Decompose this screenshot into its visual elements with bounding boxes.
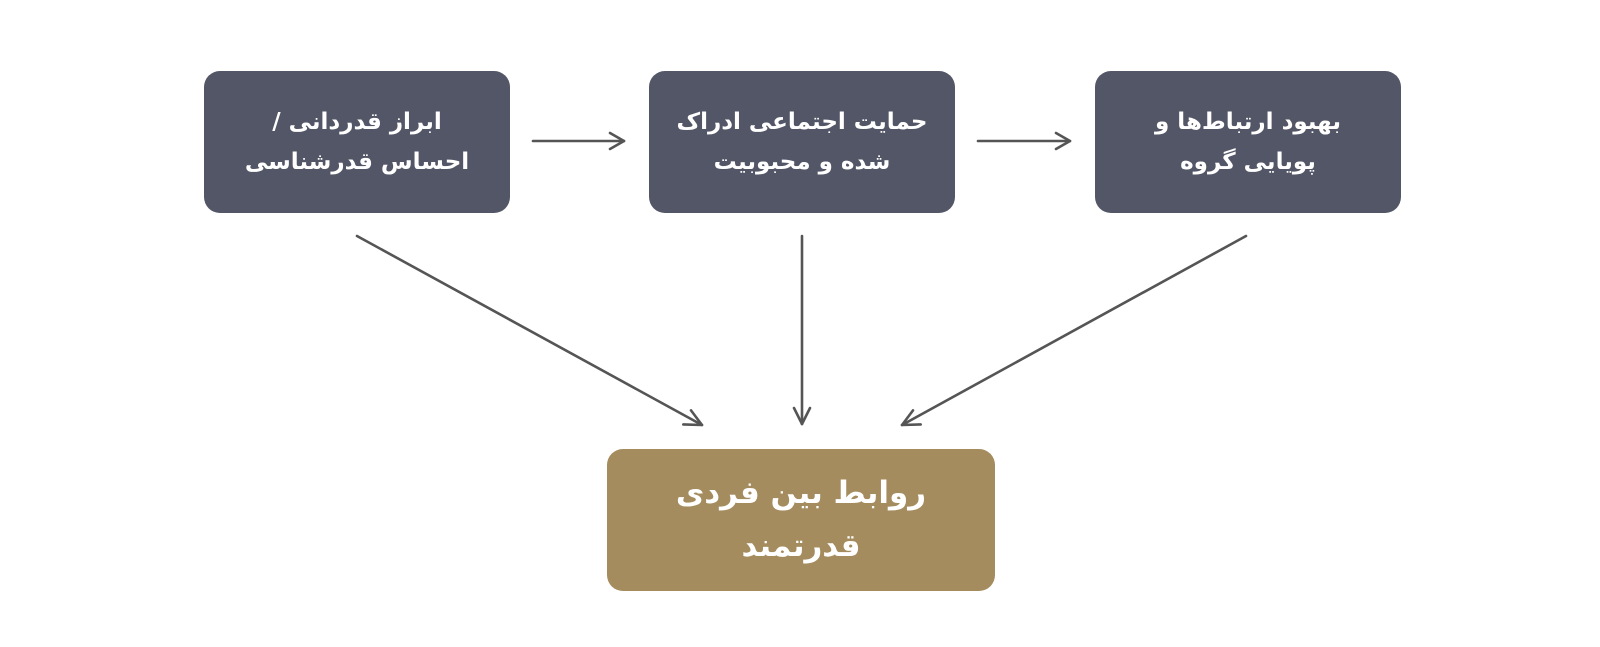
node-support-label: حمایت اجتماعی ادراک شده و محبوبیت [676, 108, 928, 175]
node-outcome-label: روابط بین فردی قدرتمند [675, 475, 927, 564]
node-group: بهبود ارتباط‌ها و پویایی گروه [1095, 71, 1401, 213]
node-support: حمایت اجتماعی ادراک شده و محبوبیت [649, 71, 955, 213]
node-appreciation: ابراز قدردانی / احساس قدرشناسی [204, 71, 510, 213]
edge-group-to-outcome [900, 234, 1248, 427]
edge-support-to-group [976, 131, 1072, 151]
node-group-label: بهبود ارتباط‌ها و پویایی گروه [1155, 108, 1341, 175]
edge-support-to-outcome [792, 234, 812, 426]
node-appreciation-label: ابراز قدردانی / احساس قدرشناسی [244, 108, 470, 175]
edge-appreciation-to-outcome [355, 234, 704, 427]
node-outcome: روابط بین فردی قدرتمند [607, 449, 995, 591]
edge-appreciation-to-support [531, 131, 626, 151]
